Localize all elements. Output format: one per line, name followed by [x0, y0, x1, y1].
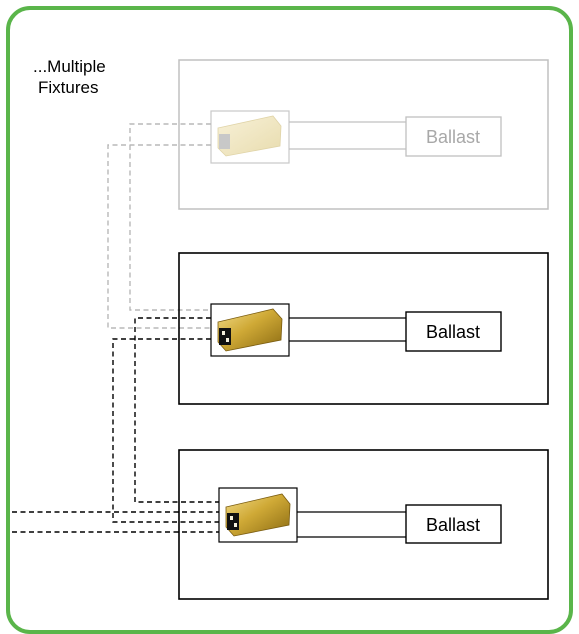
connector-icon — [225, 493, 291, 537]
fixture-3: Ballast — [178, 449, 549, 600]
fixture-3-housing — [178, 449, 549, 600]
outer-frame — [6, 6, 573, 634]
fixture-2-ballast-label: Ballast — [426, 322, 480, 342]
fixture-1-ballast — [405, 116, 502, 157]
fixture-1-dashed-leads — [107, 123, 211, 329]
fixture-1: Ballast — [178, 59, 549, 210]
fixture-2-housing — [178, 252, 549, 405]
connector-icon — [217, 115, 282, 157]
fixture-1-ballast-label: Ballast — [426, 127, 480, 147]
fixture-3-ballast — [405, 504, 502, 544]
heading-line-2: Fixtures — [38, 78, 98, 97]
fixture-2: Ballast — [178, 252, 549, 405]
incoming-feed-lines — [12, 511, 219, 533]
heading-line-1: ...Multiple — [33, 57, 106, 76]
fixture-3-ballast-label: Ballast — [426, 515, 480, 535]
fixture-1-housing — [178, 59, 549, 210]
fixture-2-dashed-leads — [112, 317, 219, 523]
connector-icon — [217, 308, 283, 352]
fixture-2-ballast — [405, 311, 502, 352]
